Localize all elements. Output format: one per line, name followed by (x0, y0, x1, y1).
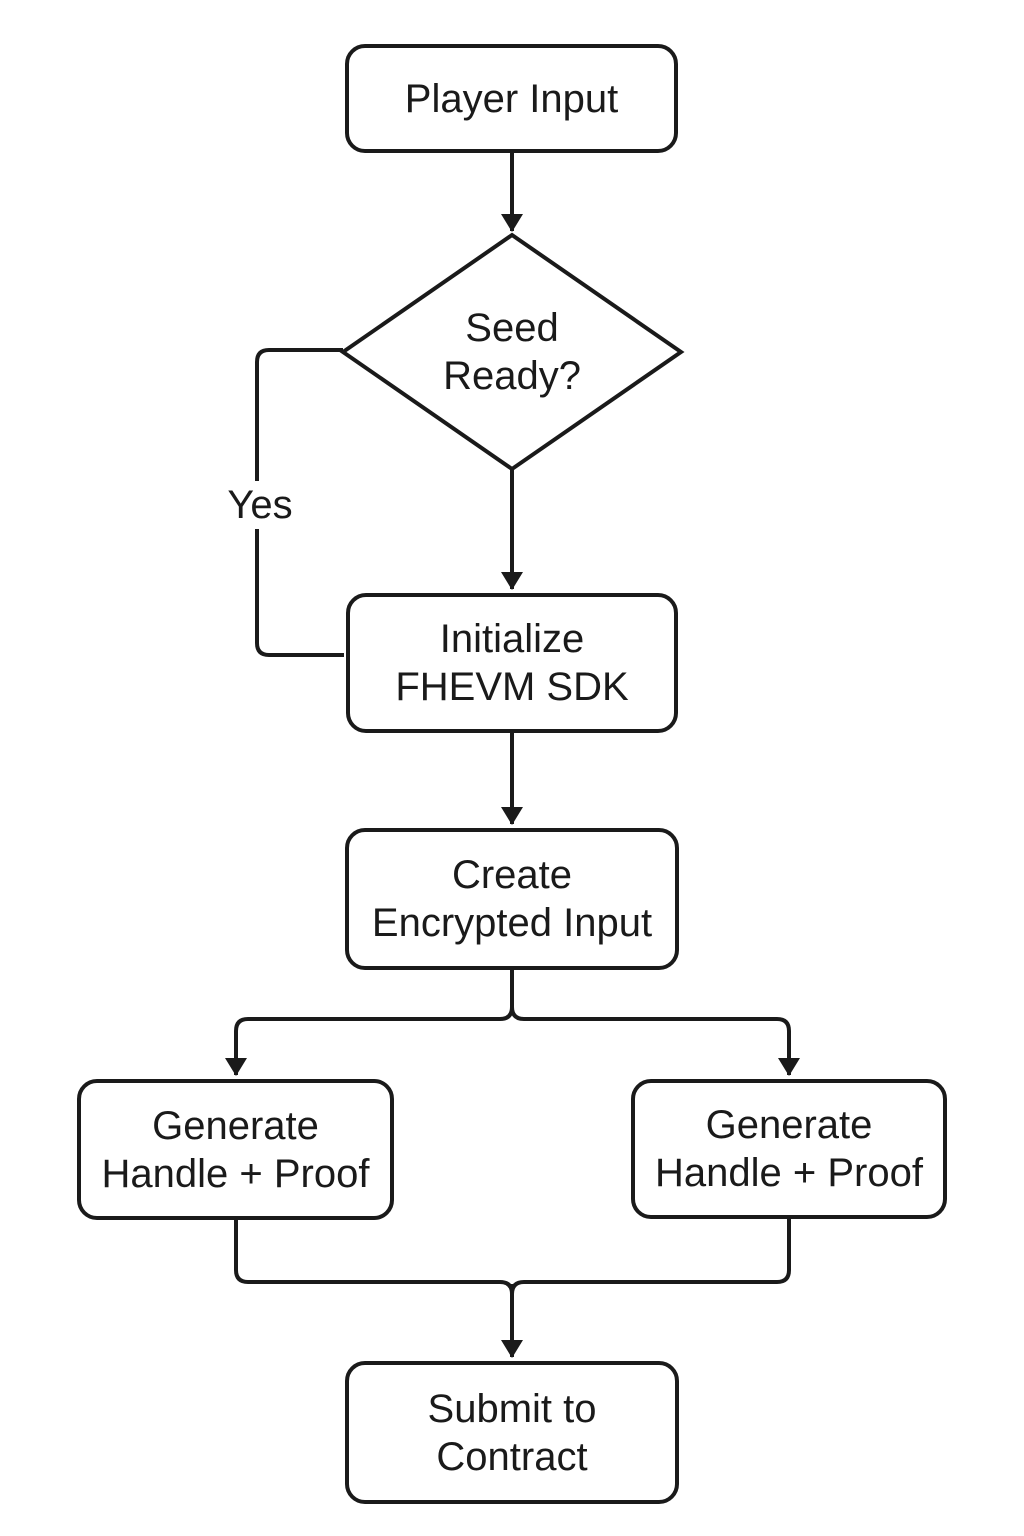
node-player-input-label: Player Input (404, 76, 619, 121)
edge-generate-right-to-merge (510, 1219, 791, 1295)
node-generate-handle-proof-right: Generate Handle + Proof (631, 1079, 947, 1219)
node-seed-ready-label: Seed Ready? (443, 306, 581, 398)
node-generate-handle-proof-right-label: Generate Handle + Proof (655, 1103, 923, 1195)
node-player-input: Player Input (345, 44, 678, 153)
node-initialize-fhevm-sdk-label: Initialize FHEVM SDK (395, 617, 629, 709)
node-generate-handle-proof-left: Generate Handle + Proof (77, 1079, 394, 1220)
edge-create-to-generate-right (510, 970, 800, 1076)
node-create-encrypted-input: Create Encrypted Input (345, 828, 679, 970)
node-submit-to-contract-label: Submit to Contract (427, 1386, 597, 1479)
edge-label-yes: Yes (221, 481, 299, 529)
node-seed-ready-diamond (339, 232, 685, 472)
edge-create-to-generate-left (225, 970, 514, 1076)
node-generate-handle-proof-left-label: Generate Handle + Proof (101, 1103, 370, 1196)
node-submit-to-contract: Submit to Contract (345, 1361, 679, 1504)
node-seed-ready: Seed Ready? (362, 290, 662, 414)
edge-generate-left-to-merge (234, 1220, 514, 1295)
node-initialize-fhevm-sdk: Initialize FHEVM SDK (346, 593, 678, 733)
node-create-encrypted-input-label: Create Encrypted Input (371, 853, 653, 945)
